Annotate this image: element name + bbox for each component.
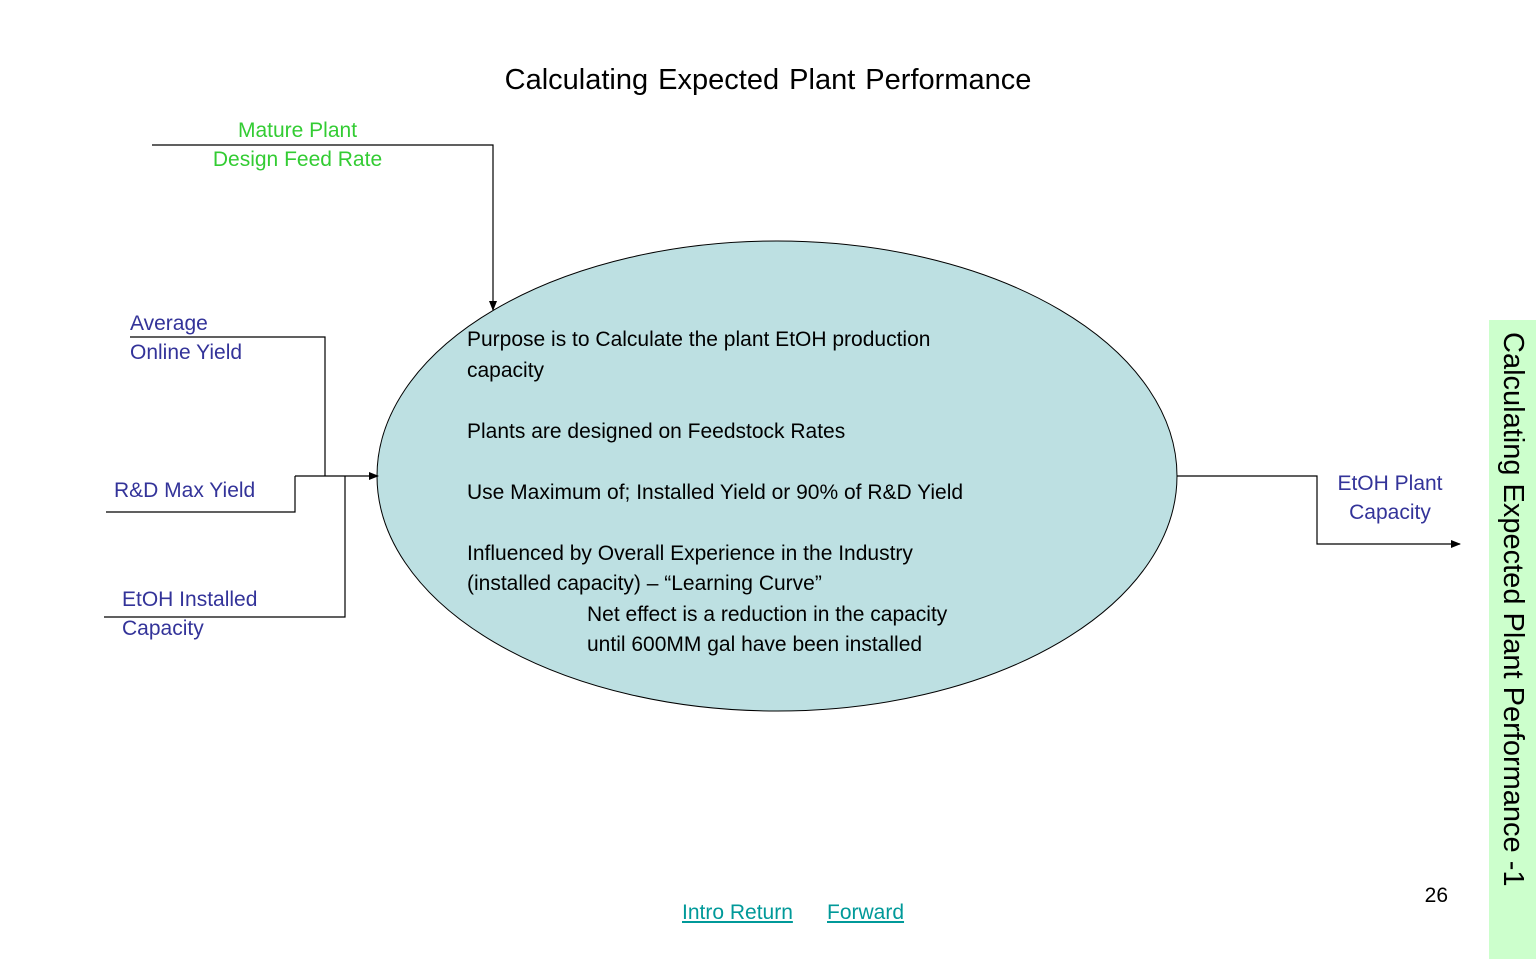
ellipse-line-purpose: Purpose is to Calculate the plant EtOH p… — [467, 328, 931, 351]
installed-capacity-connector — [104, 476, 346, 618]
average-online-yield-label: Average Online Yield — [130, 309, 242, 367]
ellipse-line-influenced: Influenced by Overall Experience in the … — [467, 541, 913, 565]
ellipse-line-until: until 600MM gal have been installed — [587, 633, 923, 656]
etoh-plant-capacity-line-2: Capacity — [1349, 501, 1431, 524]
rd-max-yield-label: R&D Max Yield — [114, 479, 256, 502]
page-title: Calculating Expected Plant Performance — [504, 64, 1032, 96]
etoh-plant-capacity-label: EtOH Plant Capacity — [1310, 469, 1470, 527]
mature-plant-label: Mature Plant Design Feed Rate — [190, 116, 405, 174]
ellipse-line-net-effect: Net effect is a reduction in the capacit… — [587, 602, 948, 626]
mature-plant-line-1: Mature Plant — [237, 119, 358, 142]
rd-max-yield-connector — [106, 476, 296, 513]
average-online-yield-line-2: Online Yield — [130, 341, 243, 364]
page-number: 26 — [1424, 884, 1448, 907]
ellipse-line-capacity: capacity — [467, 358, 545, 382]
ellipse-line-maximum: Use Maximum of; Installed Yield or 90% o… — [467, 480, 964, 504]
forward-link[interactable]: Forward — [827, 901, 905, 924]
ellipse-description: Purpose is to Calculate the plant EtOH p… — [467, 325, 963, 661]
etoh-installed-capacity-label: EtOH Installed Capacity — [122, 585, 257, 643]
etoh-installed-capacity-line-2: Capacity — [122, 617, 204, 640]
etoh-plant-capacity-line-1: EtOH Plant — [1337, 472, 1443, 495]
average-online-yield-line-1: Average — [130, 312, 208, 335]
mature-plant-line-2: Design Feed Rate — [212, 148, 383, 171]
intro-return-link[interactable]: Intro Return — [682, 901, 793, 924]
ellipse-line-learning-curve: (installed capacity) – “Learning Curve” — [467, 572, 822, 595]
mature-plant-connector — [152, 144, 497, 311]
average-yield-connector — [130, 336, 326, 476]
output-arrow — [1177, 475, 1461, 548]
etoh-installed-capacity-line-1: EtOH Installed — [122, 588, 258, 611]
side-banner-text: Calculating Expected Plant Performance -… — [1497, 332, 1529, 887]
ellipse-line-feedstock: Plants are designed on Feedstock Rates — [467, 419, 846, 443]
side-banner: Calculating Expected Plant Performance -… — [1489, 320, 1536, 959]
